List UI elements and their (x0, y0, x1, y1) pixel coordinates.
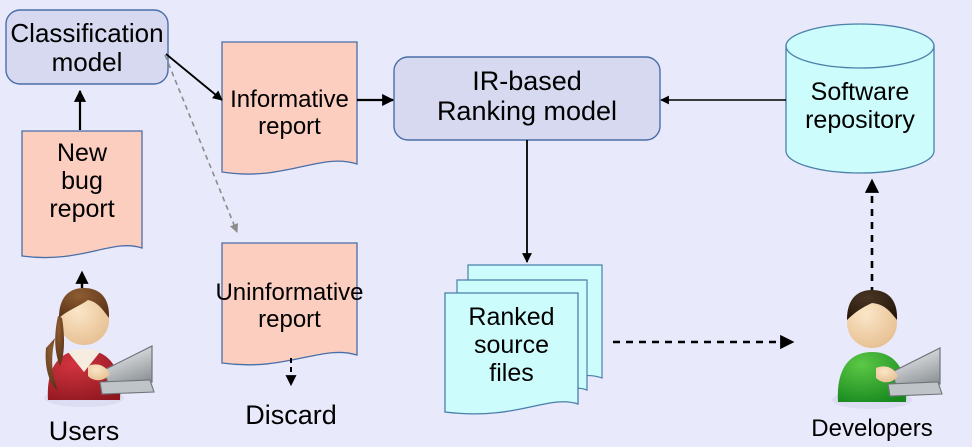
node-informative-report (221, 41, 358, 175)
node-uninformative-report (221, 242, 358, 366)
actor-label-developers: Developers (811, 415, 933, 442)
edge-classification-model-to-uninformative-report (164, 54, 239, 233)
node-classification-model (5, 9, 169, 85)
node-new-bug-report (21, 130, 143, 259)
terminal-label-discard: Discard (245, 400, 337, 430)
node-ranked-source-files (444, 292, 579, 415)
node-software-repository-top (785, 23, 935, 69)
actor-users-icon (44, 288, 155, 407)
node-software-repository-body (785, 45, 935, 174)
node-ir-ranking-model (393, 56, 661, 141)
edge-classification-model-to-informative-report (165, 53, 223, 101)
actor-developers-icon (832, 290, 943, 409)
actor-label-users: Users (48, 416, 120, 446)
